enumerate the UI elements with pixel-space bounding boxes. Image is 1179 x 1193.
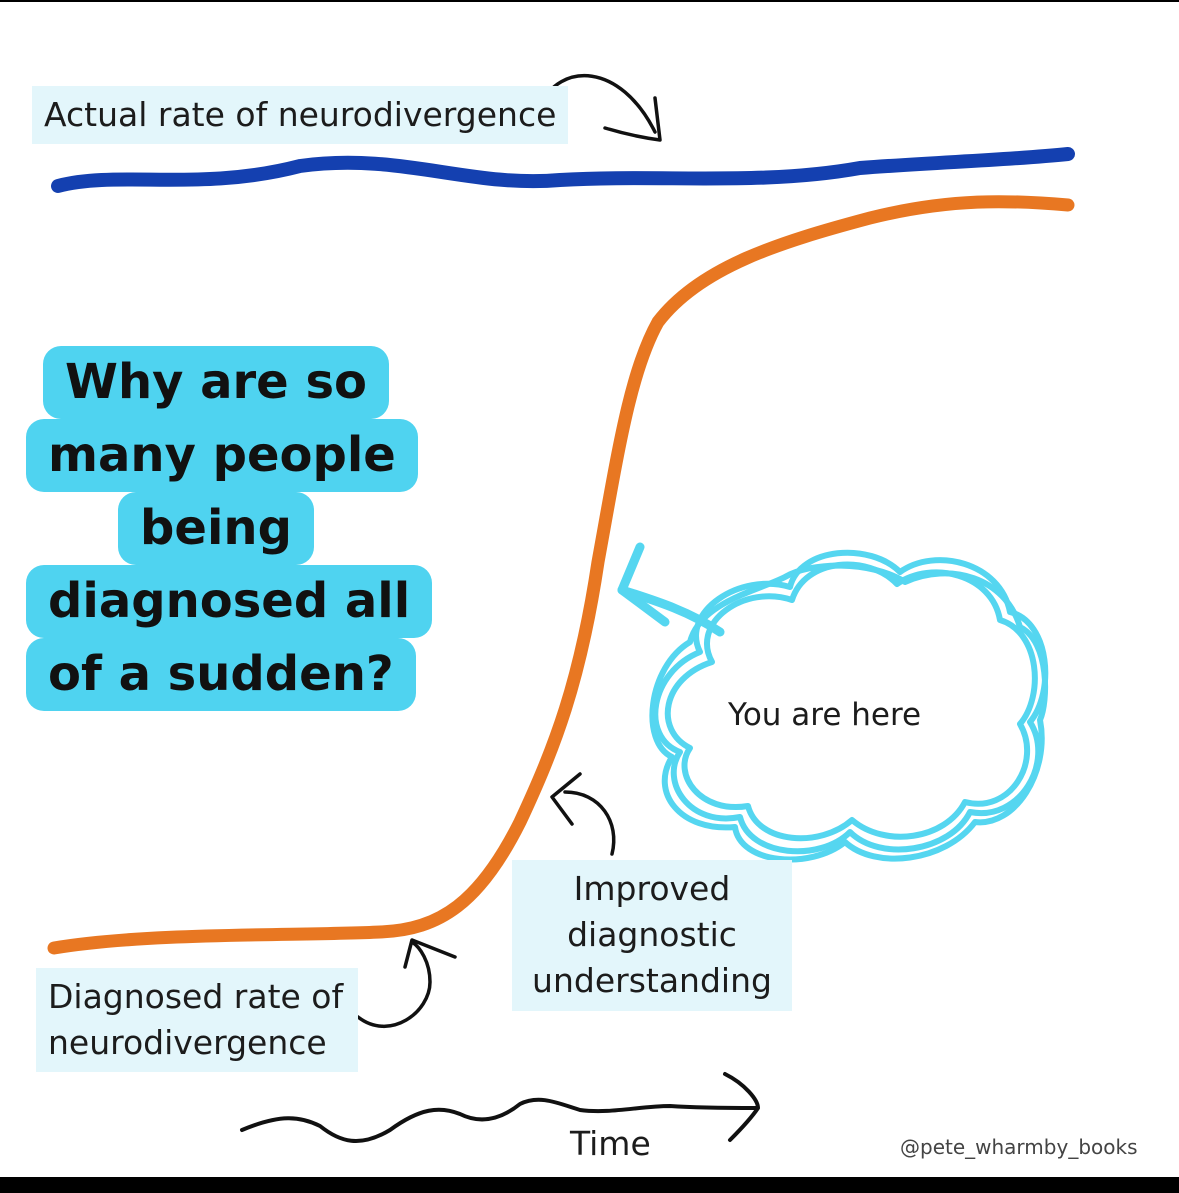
pointer-arrow-icon [617,542,725,637]
time-axis-label: Time [570,1124,651,1163]
author-credit: @pete_wharmby_books [900,1135,1138,1159]
improved-understanding-label: Improved diagnostic understanding [512,860,792,1011]
you-are-here-label: You are here [728,697,922,733]
question-line: of a sudden? [26,638,416,711]
curved-arrow-icon [356,938,457,1029]
question-line: many people [26,419,418,492]
diagnosed-rate-label: Diagnosed rate of neurodivergence [36,968,358,1073]
actual-rate-label: Actual rate of neurodivergence [32,86,569,145]
actual-rate-line [51,147,1075,193]
curved-arrow-icon [550,772,616,856]
wavy-arrow-icon [240,1072,760,1143]
cloud-icon [649,549,1049,863]
question-line: being [118,492,314,565]
question-line: Why are so [43,346,389,419]
diagnosed-rate-line [47,195,1075,955]
question-line: diagnosed all [26,565,433,638]
question-box: Why are so many people being diagnosed a… [26,346,433,711]
